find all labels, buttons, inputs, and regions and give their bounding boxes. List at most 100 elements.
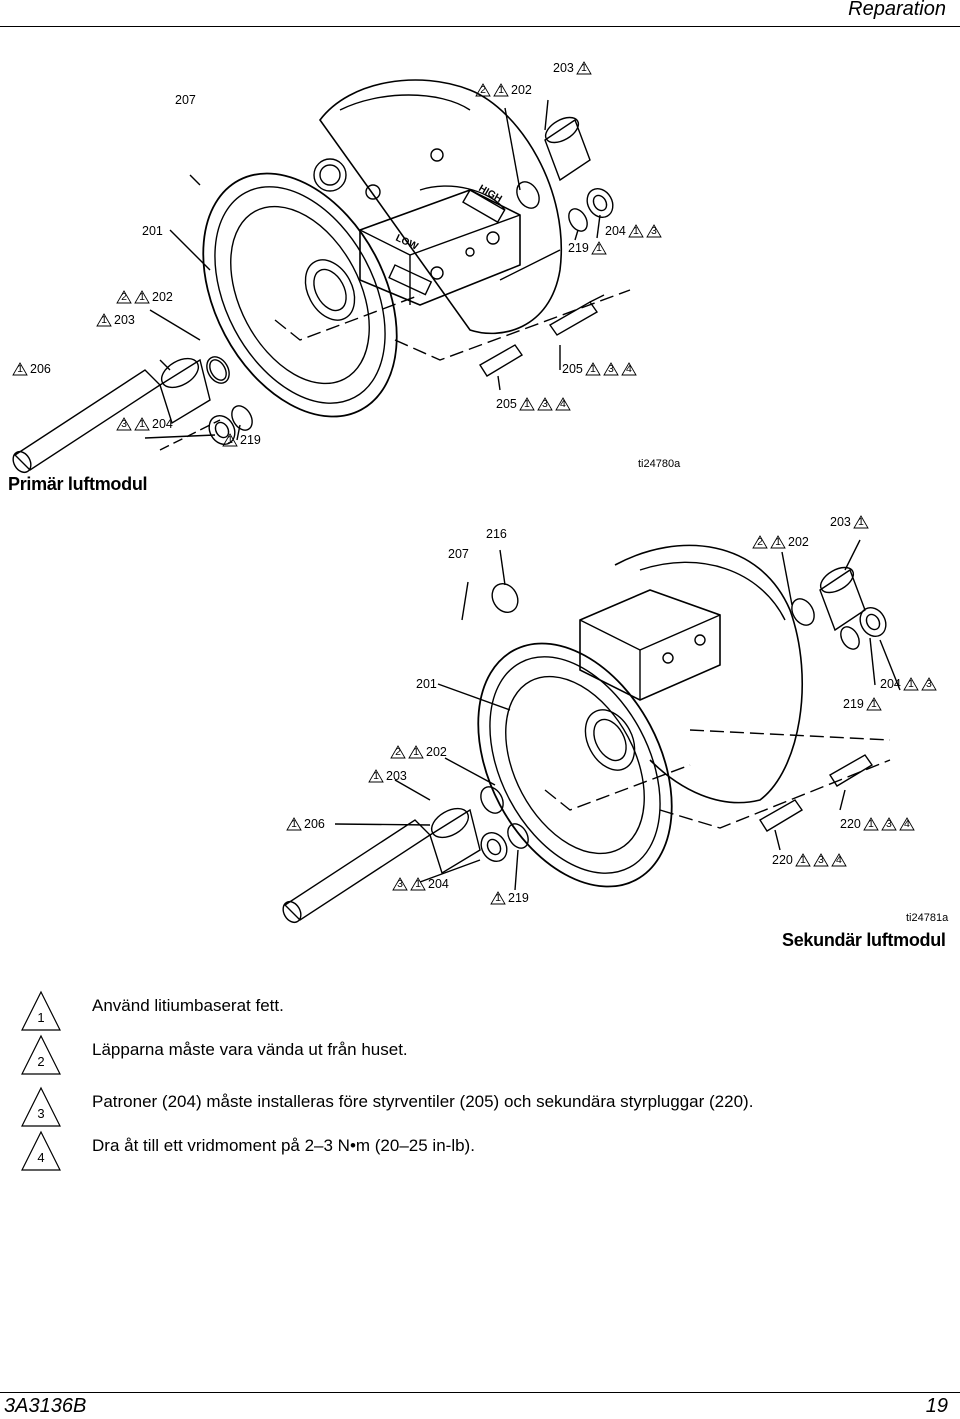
note-ref-triangle: 1 [628, 223, 644, 238]
note-ref-number: 2 [757, 535, 763, 548]
note-ref-triangle: 1 [286, 816, 302, 831]
note-ref-triangle: 3 [603, 361, 619, 376]
note-ref-triangle: 1 [853, 514, 869, 529]
part-label-219: 219 1 [843, 696, 884, 711]
note-ref-triangle: 1 [368, 768, 384, 783]
note-ref-triangle: 1 [591, 240, 607, 255]
note-ref-triangle: 1 [863, 816, 879, 831]
note-number-triangle: 3 [20, 1086, 62, 1128]
low-stamp: LOW [394, 233, 420, 253]
note-ref-triangle: 4 [899, 816, 915, 831]
part-number: 204 [152, 416, 173, 431]
part-label-201: 201 [142, 223, 165, 238]
part-number: 219 [843, 696, 864, 711]
note-ref-triangle: 2 [116, 289, 132, 304]
note-ref-number: 3 [817, 853, 824, 866]
note-ref-number: 2 [395, 745, 401, 758]
note-text: Patroner (204) måste installeras före st… [92, 1092, 754, 1111]
part-number: 203 [830, 514, 851, 529]
part-number: 207 [175, 92, 196, 107]
figure-caption: Sekundär luftmodul [782, 930, 946, 950]
note-ref-number: 1 [857, 515, 864, 528]
note-number: 4 [37, 1150, 45, 1165]
note-ref-number: 1 [595, 241, 602, 254]
note-ref-triangle: 1 [222, 432, 238, 447]
secondary-air-module-drawing [282, 539, 901, 924]
note-ref-triangle: 1 [490, 890, 506, 905]
part-number: 220 [772, 852, 793, 867]
part-number: 207 [448, 546, 469, 561]
note-ref-triangle: 1 [795, 852, 811, 867]
note-ref-number: 4 [835, 853, 842, 866]
note-ref-number: 1 [373, 769, 379, 782]
note-ref-number: 4 [625, 362, 632, 375]
part-number: 206 [30, 361, 51, 376]
note-ref-number: 1 [870, 697, 877, 710]
part-label-216: 216 [486, 526, 509, 541]
part-number: 201 [142, 223, 163, 238]
note-ref-number: 1 [227, 433, 233, 446]
note-ref-number: 3 [541, 397, 548, 410]
part-number: 219 [240, 432, 261, 447]
note-ref-number: 1 [632, 224, 639, 237]
note-number: 2 [37, 1054, 45, 1069]
part-label-201: 201 [416, 676, 439, 691]
note-ref-triangle: 3 [116, 416, 132, 431]
note-ref-number: 1 [291, 817, 297, 830]
note-ref-number: 2 [121, 290, 127, 303]
note-text: Dra åt till ett vridmoment på 2–3 N•m (2… [92, 1136, 475, 1155]
part-label-219b: 1 219 [490, 890, 531, 905]
note-ref-number: 1 [139, 417, 145, 430]
note-ref-triangle: 1 [770, 534, 786, 549]
note-ref-number: 3 [121, 417, 127, 430]
note-ref-triangle: 1 [408, 744, 424, 759]
note-ref-triangle: 4 [555, 396, 571, 411]
figure-caption: Primär luftmodul [8, 474, 148, 494]
image-id: ti24781a [906, 912, 949, 924]
part-number: 202 [426, 744, 447, 759]
note-ref-triangle: 2 [752, 534, 768, 549]
note-ref-triangle: 1 [134, 416, 150, 431]
note-ref-number: 4 [559, 397, 566, 410]
part-number: 205 [496, 396, 517, 411]
note-number: 1 [37, 1010, 45, 1025]
note-ref-triangle: 1 [12, 361, 28, 376]
note-ref-triangle: 1 [585, 361, 601, 376]
note-ref-triangle: 1 [134, 289, 150, 304]
note-ref-number: 1 [139, 290, 145, 303]
note-ref-number: 1 [495, 891, 501, 904]
part-number: 204 [880, 676, 901, 691]
note-ref-triangle: 4 [621, 361, 637, 376]
note-text: Läpparna måste vara vända ut från huset. [92, 1040, 408, 1059]
part-label-219b: 1 219 [222, 432, 263, 447]
part-label-219: 219 1 [568, 240, 609, 255]
note-ref-triangle: 2 [475, 82, 491, 97]
note-ref-number: 1 [799, 853, 806, 866]
note-number-triangle: 4 [20, 1130, 62, 1172]
part-number: 202 [152, 289, 173, 304]
note-ref-triangle: 3 [392, 876, 408, 891]
note-ref-number: 1 [589, 362, 596, 375]
note-ref-triangle: 1 [410, 876, 426, 891]
note-ref-triangle: 3 [881, 816, 897, 831]
part-number: 203 [114, 312, 135, 327]
part-number: 219 [568, 240, 589, 255]
note-ref-number: 1 [415, 877, 421, 890]
note-ref-number: 1 [523, 397, 530, 410]
page-number: 19 [925, 1395, 948, 1417]
part-number: 219 [508, 890, 529, 905]
part-number: 220 [840, 816, 861, 831]
note-ref-number: 3 [925, 677, 932, 690]
note-ref-number: 2 [480, 83, 486, 96]
note-number-triangle: 2 [20, 1034, 62, 1076]
part-number: 216 [486, 526, 507, 541]
